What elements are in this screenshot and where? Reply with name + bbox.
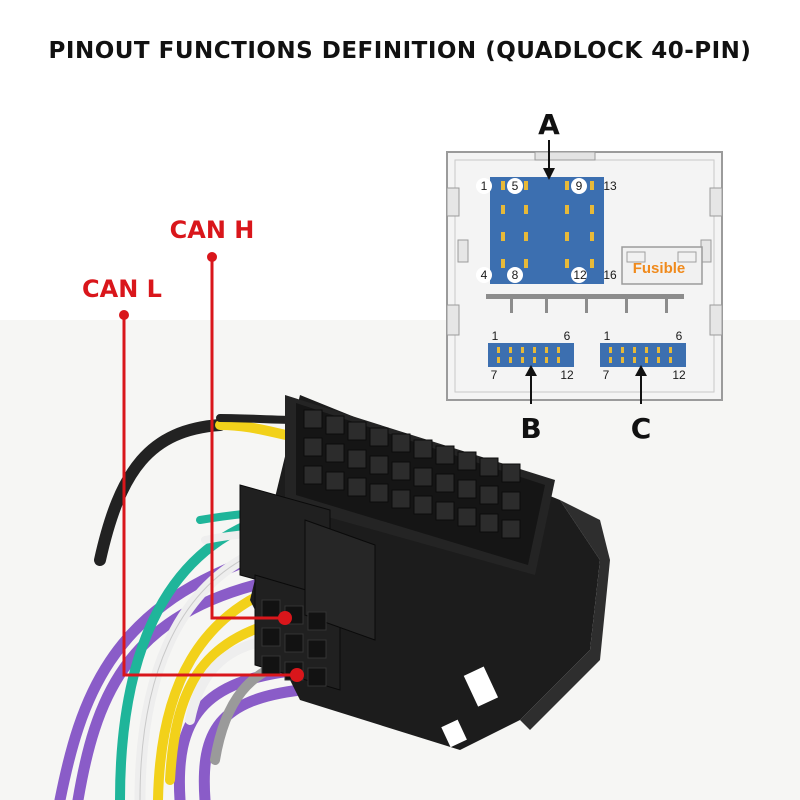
page-title: PINOUT FUNCTIONS DEFINITION (QUADLOCK 40… [48, 38, 752, 64]
block-label-b: B [520, 365, 542, 445]
pin-a-1: 1 [481, 179, 488, 193]
can-h-annotation: CAN H [170, 216, 292, 625]
can-l-annotation: CAN L [82, 275, 304, 682]
pin-b-12: 12 [560, 368, 574, 382]
pin-a-13: 13 [603, 179, 617, 193]
pin-b-6: 6 [564, 329, 571, 343]
pin-a-9: 9 [576, 179, 583, 193]
pin-a-5: 5 [512, 179, 519, 193]
can-h-label: CAN H [170, 216, 255, 244]
block-label-c: C [631, 365, 652, 445]
fusible-label: Fusible [633, 260, 686, 277]
pin-a-16: 16 [603, 268, 617, 282]
block-label-a: A [538, 108, 560, 180]
label-c: C [631, 412, 652, 445]
pin-block-a: 1 5 9 13 4 8 12 16 [476, 177, 617, 284]
fusible-slot: Fusible [621, 246, 703, 285]
pin-c-12: 12 [672, 368, 686, 382]
pin-c-1: 1 [604, 329, 611, 343]
pin-a-4: 4 [481, 268, 488, 282]
can-l-label: CAN L [82, 275, 162, 303]
pin-b-7: 7 [491, 368, 498, 382]
quadlock-connector-photo [239, 395, 610, 750]
pin-block-b: 1 6 7 12 [488, 329, 574, 382]
label-b: B [520, 412, 541, 445]
pin-b-1: 1 [492, 329, 499, 343]
pin-c-6: 6 [676, 329, 683, 343]
pin-c-7: 7 [603, 368, 610, 382]
pin-a-12: 12 [573, 268, 587, 282]
pin-block-c: 1 6 7 12 [600, 329, 686, 382]
pin-a-8: 8 [512, 268, 519, 282]
label-a: A [538, 108, 560, 141]
